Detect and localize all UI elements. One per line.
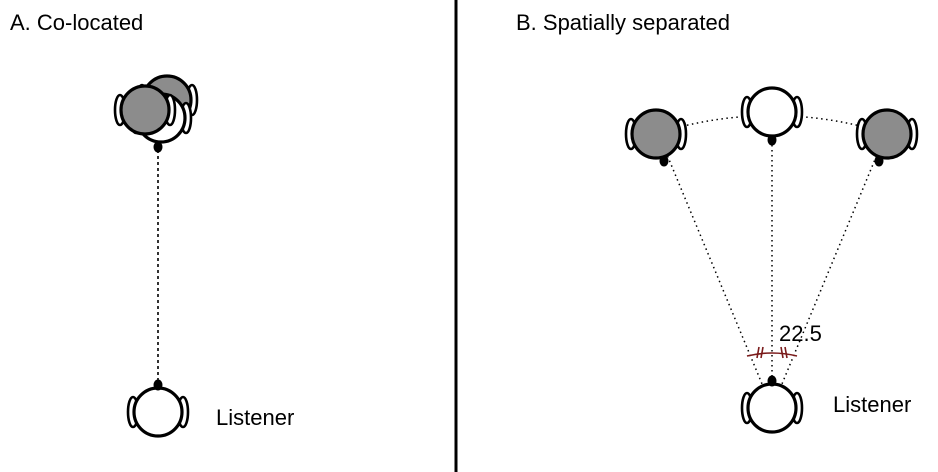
panel-a: A. Co-located Listener xyxy=(10,10,294,438)
angle-arc xyxy=(746,352,798,357)
left-radial-line xyxy=(657,132,773,409)
right-radial-line xyxy=(771,132,887,409)
panel-b-title: B. Spatially separated xyxy=(516,10,730,35)
panel-b: B. Spatially separated 22.5 xyxy=(516,10,919,434)
angle-label: 22.5 xyxy=(779,321,822,346)
panel-a-listener-label: Listener xyxy=(216,405,294,430)
left-masker-head-icon xyxy=(624,108,688,167)
listener-head-icon-a xyxy=(126,379,190,438)
right-masker-head-icon xyxy=(855,108,919,167)
masker-head-icon-front xyxy=(113,84,177,136)
panel-b-listener-label: Listener xyxy=(833,392,911,417)
center-target-head-icon xyxy=(740,86,804,146)
angle-tick-marks xyxy=(756,346,788,359)
panel-a-title: A. Co-located xyxy=(10,10,143,35)
listener-head-icon-b xyxy=(740,375,804,434)
